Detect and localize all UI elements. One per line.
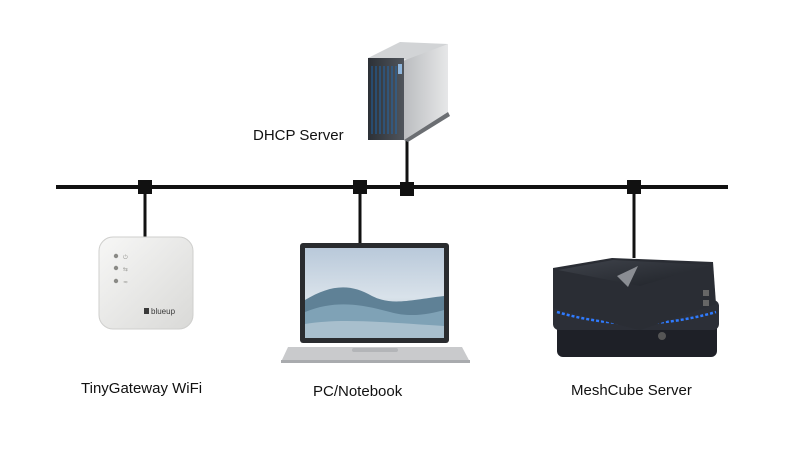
label-tinygateway-wifi: TinyGateway WiFi	[81, 380, 203, 397]
svg-text:≈: ≈	[123, 279, 128, 286]
junction-meshcube	[627, 180, 641, 194]
junction-gateway	[138, 180, 152, 194]
tower-server-icon	[368, 42, 450, 142]
wifi-gateway-icon: ⏻ ⇆ ≈ blueup	[98, 236, 194, 330]
label-meshcube-server: MeshCube Server	[571, 382, 692, 399]
junction-pc	[353, 180, 367, 194]
label-pc-notebook: PC/Notebook	[313, 383, 403, 400]
svg-text:⇆: ⇆	[123, 266, 128, 273]
mini-pc-icon	[553, 258, 719, 357]
network-bus	[56, 140, 728, 258]
label-dhcp-server: DHCP Server	[253, 127, 344, 144]
blueup-logo: blueup	[151, 307, 176, 316]
laptop-icon	[281, 243, 470, 363]
junction-dhcp	[400, 182, 414, 196]
svg-text:⏻: ⏻	[123, 254, 128, 261]
